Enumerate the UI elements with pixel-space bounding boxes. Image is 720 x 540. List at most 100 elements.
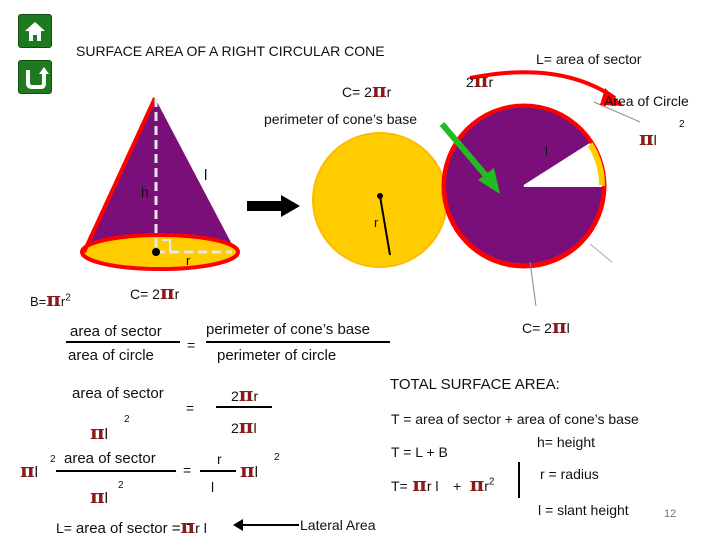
ratio2-rden-two: 2 xyxy=(231,420,239,436)
height-definition: h= height xyxy=(537,434,595,450)
total-formula-exp: 2 xyxy=(488,476,495,488)
pi-icon: π xyxy=(238,382,254,406)
pi-icon: π xyxy=(240,458,255,482)
pi-icon: π xyxy=(371,78,387,102)
right-angle-mark xyxy=(162,239,171,252)
total-equation: T = area of sector + area of cone’s base xyxy=(391,411,639,427)
page-number: 12 xyxy=(664,508,677,520)
ratio2-right-denominator: 2πl xyxy=(231,414,257,438)
slant-height-label: l xyxy=(204,167,208,184)
ratio1-right-numerator: perimeter of cone’s base xyxy=(206,321,370,338)
circle-radius-line xyxy=(379,195,391,256)
ratio2-numerator: area of sector xyxy=(72,385,164,402)
transform-arrow xyxy=(247,195,300,217)
ratio2-rnum-two: 2 xyxy=(231,388,239,404)
perimeter-cone-base-label: perimeter of cone’s base xyxy=(264,111,418,127)
c-formula-top-r: r xyxy=(386,84,392,100)
ratio1-right-denominator: perimeter of circle xyxy=(217,347,337,364)
pi-icon: π xyxy=(180,514,196,538)
pi-icon: π xyxy=(412,472,427,496)
ratio2-den-l: l xyxy=(104,426,108,443)
cone-circ-text: C= 2 xyxy=(130,286,160,302)
final-l: l xyxy=(203,520,207,536)
base-center-dot xyxy=(152,248,160,256)
sector-arc xyxy=(587,142,606,187)
final-l-eq: L= xyxy=(56,520,72,536)
lateral-area-pointer xyxy=(233,519,299,531)
ratio3-right-multiplier: πl xyxy=(240,458,258,482)
ratio3-right-numerator: r xyxy=(217,451,222,467)
ratio3-equals: = xyxy=(183,462,192,478)
sector-perimeter-formula: C= 2πl xyxy=(522,314,570,338)
pi-icon: π xyxy=(473,68,489,92)
green-arrow xyxy=(439,122,500,194)
pi-icon: π xyxy=(238,414,254,438)
ratio1-equals: = xyxy=(187,337,196,353)
ratio3-right-denominator: l xyxy=(211,479,215,495)
cone-lateral-surface xyxy=(84,98,236,252)
pi-icon: π xyxy=(551,314,567,338)
cone-circ-r: r xyxy=(174,286,180,302)
total-formula: T= πr l + πr2 xyxy=(391,472,494,496)
total-formula-r: r xyxy=(484,478,489,494)
ratio3-denominator: πl xyxy=(90,484,108,508)
ratio3-mult-l: l xyxy=(34,464,38,481)
total-heading: TOTAL SURFACE AREA: xyxy=(390,376,560,393)
cone-figure xyxy=(80,97,240,271)
base-area-formula: B=πr2 xyxy=(30,287,71,311)
base-area-r: r xyxy=(60,294,66,309)
home-icon xyxy=(25,22,45,41)
leader-sector-perimeter xyxy=(529,261,537,307)
cone-left-edge xyxy=(82,97,157,253)
sector-perimeter-l: l xyxy=(566,320,570,336)
area-of-circle-label: Area of Circle xyxy=(604,93,689,109)
total-l-plus-b: T = L + B xyxy=(391,444,448,460)
ratio3-rmult-exponent: 2 xyxy=(274,452,280,463)
base-area-exp: 2 xyxy=(65,292,71,304)
total-formula-t: T= xyxy=(391,478,408,494)
total-formula-plus: + xyxy=(452,478,462,494)
pi-l-l: l xyxy=(653,132,657,148)
ratio2-denominator: πl xyxy=(90,420,108,444)
height-label: h xyxy=(141,184,149,200)
radius-label: r xyxy=(186,253,191,268)
back-arrow-icon xyxy=(26,67,49,89)
area-circle-exponent: 2 xyxy=(679,119,685,130)
pi-icon: π xyxy=(159,280,175,304)
back-button[interactable] xyxy=(18,60,52,94)
pi-icon: π xyxy=(639,126,654,150)
pi-icon: π xyxy=(90,484,105,508)
total-formula-rl: r l xyxy=(426,478,439,494)
leader-area-circle xyxy=(593,101,641,123)
base-circle-figure xyxy=(312,132,448,268)
ratio2-right-numerator: 2πr xyxy=(231,382,258,406)
home-button[interactable] xyxy=(18,14,52,48)
cone-circumference-formula: C= 2πr xyxy=(130,280,179,304)
sector-figure xyxy=(441,101,641,307)
ratio3-mult-exponent: 2 xyxy=(50,454,56,465)
ratio3-left-multiplier: πl xyxy=(20,458,38,482)
final-r: r xyxy=(195,520,200,536)
two-pi-r-two: 2 xyxy=(466,74,474,90)
circle-radius-label: r xyxy=(374,215,379,230)
ratio3-den-l: l xyxy=(104,490,108,507)
total-divider xyxy=(518,462,520,498)
ratio2-equals: = xyxy=(186,400,195,416)
ratio3-rmult-l: l xyxy=(254,464,258,481)
ratio3-numerator: area of sector xyxy=(64,450,156,467)
pi-icon: π xyxy=(20,458,35,482)
sector-slant-label: l xyxy=(545,143,548,158)
sector-perimeter-text: C= 2 xyxy=(522,320,552,336)
slant-height-definition: l = slant height xyxy=(538,502,629,518)
ratio2-rnum-r: r xyxy=(253,388,259,404)
lateral-area-formula: L= area of sector =πr l xyxy=(56,514,207,538)
pi-icon: π xyxy=(90,420,105,444)
c-formula-top: C= 2πr xyxy=(342,78,391,102)
pi-icon: π xyxy=(469,472,485,496)
ratio2-den-exponent: 2 xyxy=(124,414,130,425)
ratio1-denominator: area of circle xyxy=(68,347,154,364)
base-area-b: B= xyxy=(30,294,47,309)
final-text: area of sector = xyxy=(75,520,181,537)
ratio1-numerator: area of sector xyxy=(70,323,162,340)
